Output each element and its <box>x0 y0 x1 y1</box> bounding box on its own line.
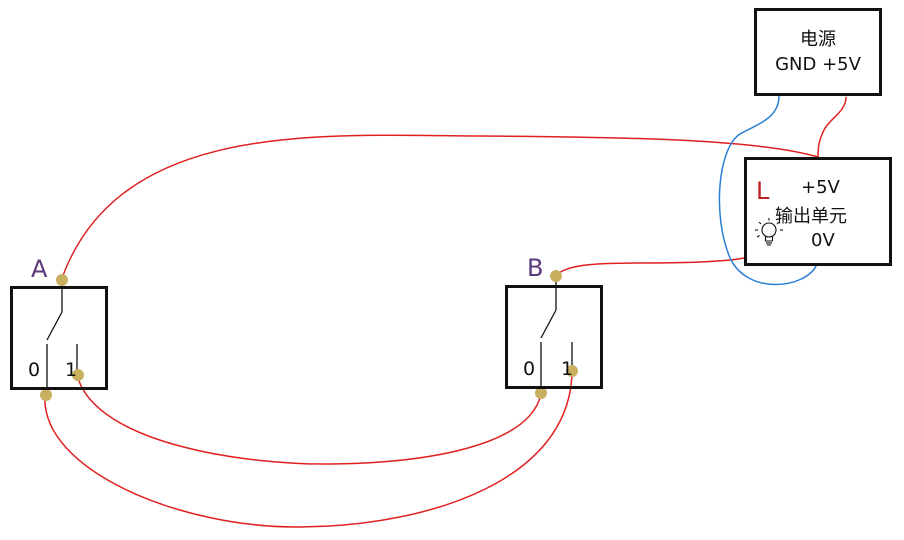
wire-power-plus-to-output <box>817 96 847 159</box>
power-title: 电源 <box>800 29 836 50</box>
wire-b-to-lamp <box>555 247 769 277</box>
output-unit-box: L +5V 输出单元 0V <box>744 157 892 266</box>
switch-a-pos1: 1 <box>65 359 78 381</box>
output-zero-label: 0V <box>811 230 835 251</box>
terminal-a-common[interactable] <box>56 274 68 286</box>
switch-b-box[interactable]: 0 1 <box>505 285 603 389</box>
switch-b-pos0: 0 <box>523 358 536 380</box>
terminal-b-0[interactable] <box>535 387 547 399</box>
switch-a-pos0: 0 <box>28 359 41 381</box>
light-bulb-icon <box>755 218 783 246</box>
switch-b-label: B <box>527 254 544 282</box>
power-terminals-label: GND +5V <box>775 54 861 75</box>
wire-a1-to-b0 <box>76 374 542 465</box>
terminal-b-1[interactable] <box>566 365 578 377</box>
switch-a-label: A <box>31 255 48 283</box>
output-letter: L <box>756 177 770 205</box>
terminal-b-common[interactable] <box>550 270 562 282</box>
terminal-a-0[interactable] <box>40 389 52 401</box>
wire-a0-to-b1 <box>44 371 573 528</box>
wire-a-to-output-plus <box>61 134 819 279</box>
terminal-a-1[interactable] <box>72 369 84 381</box>
output-plus-label: +5V <box>801 177 840 198</box>
switch-a-box[interactable]: 0 1 <box>10 286 108 390</box>
power-supply-box: 电源 GND +5V <box>754 8 882 96</box>
switch-b-pos1: 1 <box>561 358 574 380</box>
output-unit-name: 输出单元 <box>775 206 847 227</box>
